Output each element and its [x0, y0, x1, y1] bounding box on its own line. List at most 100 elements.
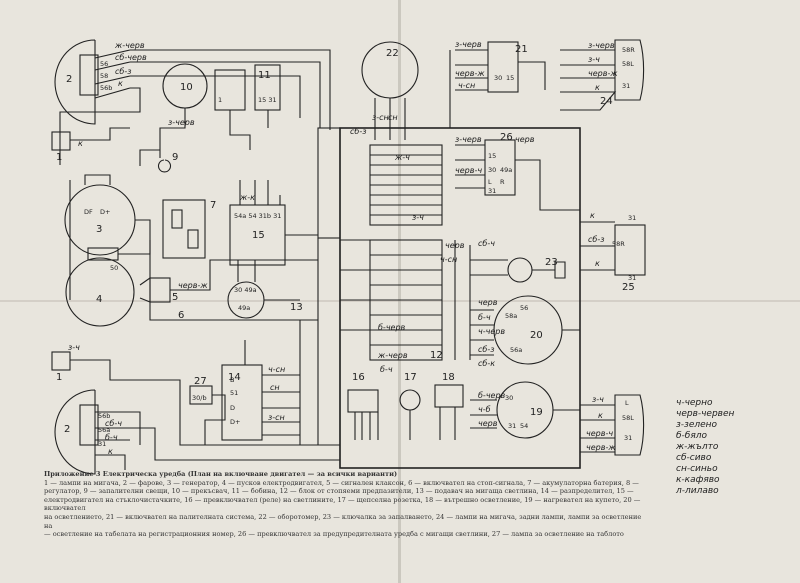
- interior-light-shape: [434, 384, 464, 408]
- label-c1-bottom: 1: [56, 372, 62, 383]
- term-31-bottom: 31: [98, 440, 106, 448]
- wire-label-b-ch-mid: б-ч: [380, 365, 393, 374]
- term-58R: 58R: [622, 46, 635, 54]
- legend-item: к-кафяво: [676, 475, 720, 485]
- term-30-49a-13: 30 49a: [234, 286, 257, 294]
- term-30b-27: 30/b: [192, 394, 207, 402]
- wire-label-k-25b: к: [595, 259, 600, 268]
- wire-label-sb-cherv: сб-черв: [115, 53, 147, 62]
- wire-label-z-cherv-10: з-черв: [168, 118, 195, 127]
- label-c15: 15: [252, 230, 265, 241]
- term-Dplus-3: D+: [100, 208, 110, 216]
- wire-label-ch-sn-top: ч-сн: [458, 81, 475, 90]
- wire-label-z-ch-left: з-ч: [68, 343, 80, 352]
- hazard-switch-shape: [484, 139, 516, 196]
- wire-label-k-bottom: к: [108, 447, 113, 456]
- wire-label-k: к: [118, 79, 123, 88]
- wire-label-sb-z: сб-з: [115, 67, 131, 76]
- wire-label-cherv-zh-5: черв-ж: [178, 281, 208, 290]
- label-c5: 5: [172, 292, 178, 303]
- label-c24-top: 24: [600, 96, 613, 107]
- socket-shape: [399, 389, 421, 411]
- term-31-25: 31: [628, 214, 636, 222]
- term-L-24b: L: [625, 399, 629, 407]
- turn-bulb-left: [51, 351, 71, 371]
- starter-motor-shape: [65, 257, 135, 327]
- wire-label-z-cherv-top: з-черв: [455, 40, 482, 49]
- light-relay-shape: [347, 389, 379, 413]
- caption-line: на осветлението, 21 — включвател на пали…: [44, 512, 642, 530]
- legend-item: ч-черно: [676, 398, 713, 408]
- wire-label-z-cherv-26: з-черв: [455, 135, 482, 144]
- term-L-26: L: [488, 178, 492, 186]
- label-c16: 16: [352, 372, 365, 383]
- term-49a-13: 49a: [238, 304, 250, 312]
- wire-label-sb-k-20: сб-к: [478, 359, 495, 368]
- label-c4: 4: [96, 294, 102, 305]
- wire-label-cherv-mid: черв: [445, 241, 465, 250]
- headlight-top-shape: [54, 39, 96, 125]
- wire-label-k-24b: к: [598, 411, 603, 420]
- legend-item: сб-сиво: [676, 453, 712, 463]
- term-56b-bottom: 56b: [98, 412, 110, 420]
- caption-title: Приложение 3 Електрическа уредба (План н…: [44, 470, 398, 478]
- generator-shape: [64, 184, 136, 256]
- wire-label-zh-ch-fuse: ж-ч: [394, 153, 410, 162]
- inner-frame: [317, 127, 341, 239]
- ignition-switch-shape: [487, 41, 519, 93]
- wire-label-cherv-zh-24b: черв-ж: [586, 443, 616, 452]
- ignition-lock-shape: [507, 257, 533, 283]
- label-c20: 20: [530, 330, 543, 341]
- wire-label-zh-k-15: ж-к: [239, 193, 255, 202]
- term-56b: 56b: [100, 84, 112, 92]
- label-c3: 3: [96, 224, 102, 235]
- term-30-21: 30: [494, 74, 502, 82]
- wire-label-z-ch-fuse: з-ч: [412, 213, 424, 222]
- label-c9: 9: [172, 152, 178, 163]
- term-56a-bottom: 56a: [98, 426, 110, 434]
- wire-label-zh-cherv: ж-черв: [114, 41, 145, 50]
- wire-label-ch-b-19: ч-б: [478, 405, 491, 414]
- legend-item: з-зелено: [676, 420, 718, 430]
- term-58: 58: [100, 72, 108, 80]
- wire-label-sn-14: сн: [270, 383, 280, 392]
- label-c11: 11: [258, 70, 271, 81]
- wire-label-z-sn-fuse: з-сн: [372, 113, 389, 122]
- wire-label-z-ch-r: з-ч: [588, 55, 600, 64]
- caption-line: 1 — лампи на мигача, 2 — фарове, 3 — ген…: [44, 478, 639, 487]
- term-31-19: 31: [508, 422, 516, 430]
- wire-label-cherv-ch-26: черв-ч: [455, 166, 482, 175]
- wire-label-cherv-zh-top: черв-ж: [455, 69, 485, 78]
- label-c7: 7: [210, 200, 216, 211]
- label-c27: 27: [194, 376, 207, 387]
- wire-label-sb-z-20: сб-з: [478, 345, 494, 354]
- headlight-bottom-shape: [54, 389, 96, 475]
- wire-label-cherv-ch-24b: черв-ч: [586, 429, 613, 438]
- wire-label-cherv-19: черв: [478, 419, 498, 428]
- wire-label-ch-sn-14: ч-сн: [268, 365, 285, 374]
- label-c12: 12: [430, 350, 443, 361]
- paper-fold-horizontal: [0, 300, 800, 302]
- term-15-31-11: 15 31: [258, 96, 277, 104]
- label-c26: 26: [500, 132, 513, 143]
- label-c22: 22: [386, 48, 399, 59]
- caption-line: електродвигател на стъклочистачките, 16 …: [44, 495, 641, 513]
- wire-label-z-cherv-r: з-черв: [588, 41, 615, 50]
- label-c14: 14: [228, 372, 241, 383]
- paper-fold-vertical: [398, 0, 401, 583]
- term-56a-20: 56a: [510, 346, 522, 354]
- term-51-14: 51: [230, 389, 238, 397]
- term-31-24b: 31: [624, 434, 632, 442]
- label-c21: 21: [515, 44, 528, 55]
- term-58L: 58L: [622, 60, 634, 68]
- term-31-26: 31: [488, 187, 496, 195]
- term-56: 56: [100, 60, 108, 68]
- wire-label-b-ch-20: б-ч: [478, 313, 491, 322]
- wire-label-cherv-zh-r: черв-ж: [588, 69, 618, 78]
- term-R-26: R: [500, 178, 505, 186]
- term-30-26: 30: [488, 166, 496, 174]
- caption-line: — осветление на табелата на регистрацион…: [44, 530, 624, 539]
- label-c18: 18: [442, 372, 455, 383]
- term-58R-25: 58R: [612, 240, 625, 248]
